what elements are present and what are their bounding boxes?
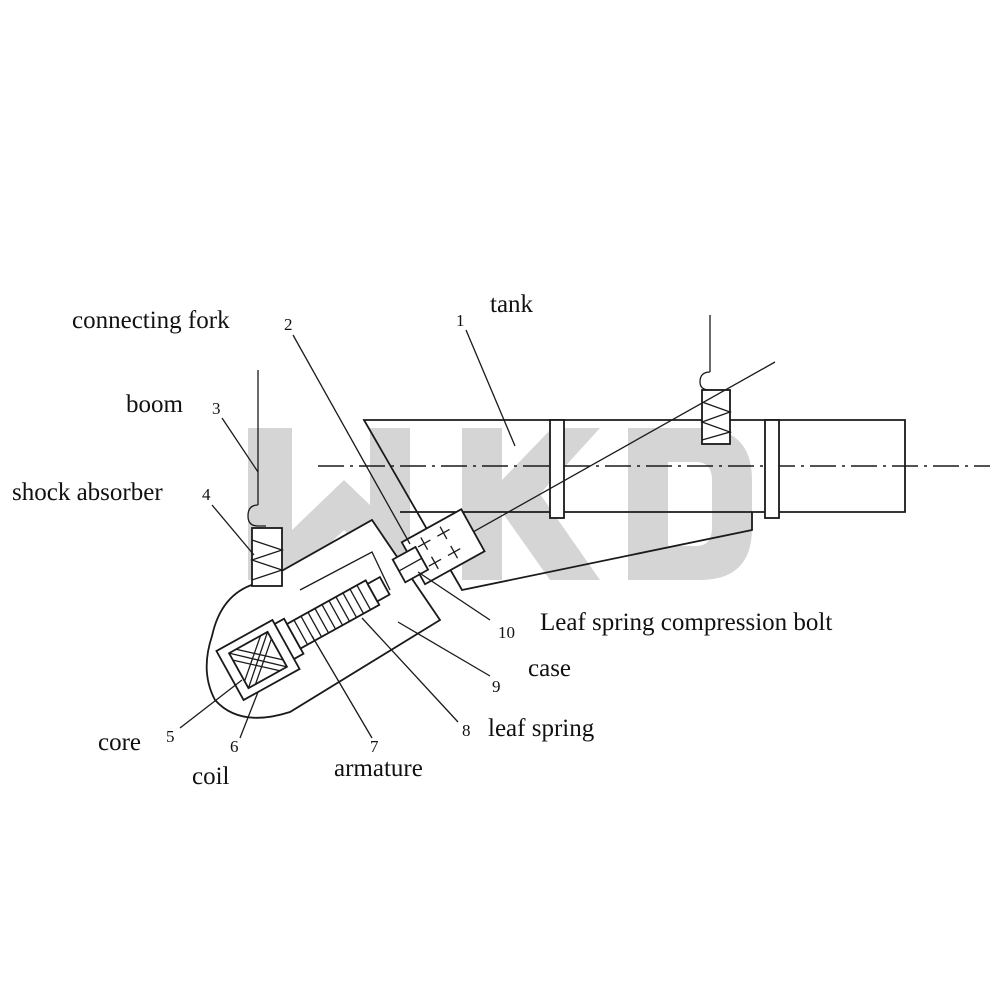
label-shock-absorber: shock absorber (12, 479, 163, 506)
left-boom-assembly (247, 370, 285, 587)
label-armature: armature (334, 755, 423, 782)
number-5: 5 (166, 727, 175, 746)
number-8: 8 (462, 721, 471, 740)
label-boom: boom (126, 391, 184, 418)
number-4: 4 (202, 485, 211, 504)
label-core: core (98, 729, 141, 756)
labels: tank connecting fork boom shock absorber… (12, 291, 832, 790)
number-1: 1 (456, 311, 465, 330)
core-coil (215, 618, 301, 702)
label-leaf-spring: leaf spring (488, 715, 595, 742)
label-tank: tank (490, 291, 534, 318)
label-case: case (528, 655, 571, 682)
number-2: 2 (284, 315, 293, 334)
number-10: 10 (498, 623, 515, 642)
right-boom-assembly (699, 315, 733, 445)
label-leaf-spring-compression-bolt: Leaf spring compression bolt (540, 609, 832, 636)
label-coil: coil (192, 763, 230, 790)
number-9: 9 (492, 677, 501, 696)
number-7: 7 (370, 737, 379, 756)
number-6: 6 (230, 737, 239, 756)
label-connecting-fork: connecting fork (72, 307, 230, 334)
leader-lines (179, 329, 516, 739)
number-3: 3 (212, 399, 221, 418)
